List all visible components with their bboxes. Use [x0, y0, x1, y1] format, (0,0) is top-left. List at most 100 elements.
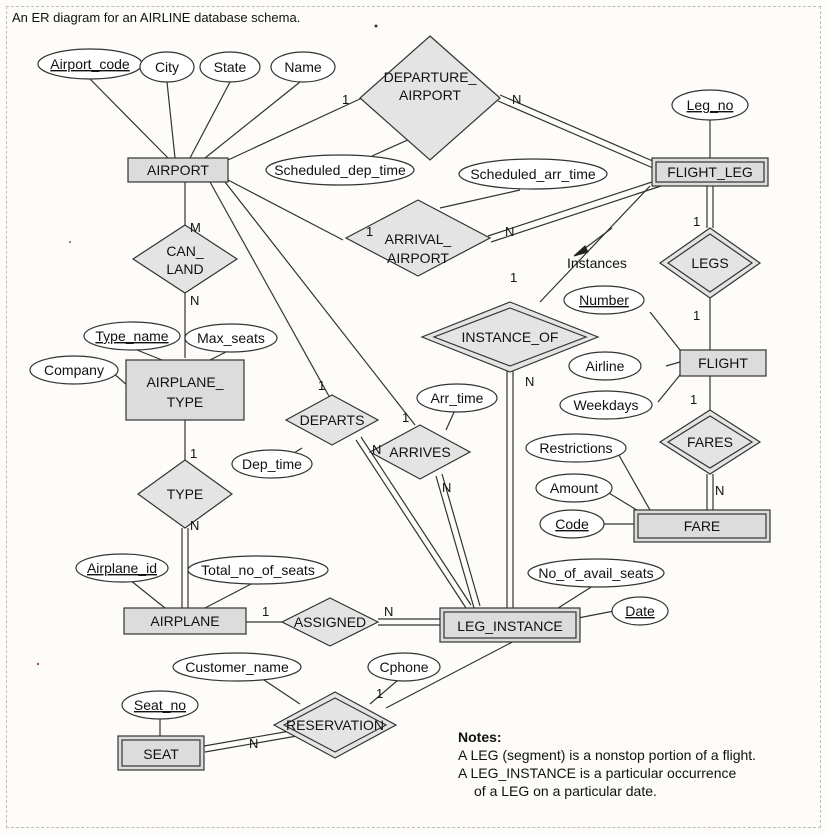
- svg-text:1: 1: [510, 270, 517, 285]
- note-line-2: A LEG_INSTANCE is a particular occurrenc…: [458, 765, 737, 781]
- svg-text:N: N: [384, 604, 393, 619]
- svg-text:Amount: Amount: [550, 480, 598, 496]
- diagram-frame: [6, 6, 821, 828]
- connection-lines: [89, 78, 714, 753]
- relationship-departure-airport: DEPARTURE_ AIRPORT: [359, 35, 501, 161]
- relationship-assigned: ASSIGNED: [280, 597, 380, 647]
- svg-text:N: N: [190, 293, 199, 308]
- svg-text:Total_no_of_seats: Total_no_of_seats: [201, 562, 315, 578]
- svg-text:AIRPORT: AIRPORT: [387, 250, 449, 266]
- svg-text:Arr_time: Arr_time: [431, 390, 484, 406]
- entity-leg-instance: LEG_INSTANCE: [439, 607, 581, 643]
- svg-text:Airline: Airline: [586, 358, 625, 374]
- entity-flight-leg: FLIGHT_LEG: [651, 157, 769, 187]
- svg-text:City: City: [155, 59, 179, 75]
- svg-text:LAND: LAND: [166, 261, 203, 277]
- svg-text:Leg_no: Leg_no: [687, 97, 734, 113]
- svg-text:Type_name: Type_name: [95, 328, 168, 344]
- svg-text:Max_seats: Max_seats: [197, 330, 265, 346]
- notes-box: Notes: A LEG (segment) is a nonstop port…: [458, 728, 798, 800]
- svg-text:ARRIVAL_: ARRIVAL_: [385, 231, 452, 247]
- attr-restrictions: Restrictions: [525, 433, 627, 463]
- svg-text:No_of_avail_seats: No_of_avail_seats: [538, 565, 653, 581]
- relationship-reservation: RESERVATION: [272, 691, 398, 759]
- svg-text:INSTANCE_OF: INSTANCE_OF: [462, 329, 559, 345]
- entity-airplane: AIRPLANE: [123, 607, 247, 635]
- svg-text:DEPARTS: DEPARTS: [300, 412, 365, 428]
- svg-text:1: 1: [318, 378, 325, 393]
- stray-marks: [36, 24, 378, 666]
- svg-text:N: N: [249, 736, 258, 751]
- attr-code: Code: [539, 509, 605, 539]
- svg-text:SEAT: SEAT: [143, 746, 179, 762]
- svg-text:1: 1: [366, 224, 373, 239]
- relationship-arrives: ARRIVES: [368, 424, 472, 480]
- svg-text:N: N: [512, 92, 521, 107]
- relationship-fares: FARES: [658, 409, 762, 475]
- svg-text:1: 1: [262, 604, 269, 619]
- svg-text:FARE: FARE: [684, 518, 721, 534]
- attr-date: Date: [611, 596, 669, 626]
- svg-text:Cphone: Cphone: [379, 659, 428, 675]
- svg-text:LEGS: LEGS: [691, 255, 728, 271]
- svg-text:TYPE: TYPE: [167, 394, 204, 410]
- entity-airplane-type: AIRPLANE_ TYPE: [125, 359, 245, 421]
- entity-airport: AIRPORT: [127, 157, 229, 183]
- svg-text:N: N: [525, 374, 534, 389]
- svg-text:N: N: [372, 442, 381, 457]
- relationship-type: TYPE: [136, 459, 234, 529]
- svg-text:1: 1: [376, 686, 383, 701]
- svg-text:AIRPORT: AIRPORT: [399, 87, 461, 103]
- svg-text:State: State: [214, 59, 247, 75]
- notes-title: Notes:: [458, 729, 502, 745]
- svg-text:N: N: [715, 483, 724, 498]
- relationship-can-land: CAN_ LAND: [131, 224, 239, 294]
- attr-arr-time: Arr_time: [416, 383, 498, 413]
- svg-text:M: M: [190, 220, 201, 235]
- relationship-legs: LEGS: [658, 227, 762, 299]
- note-line-1: A LEG (segment) is a nonstop portion of …: [458, 747, 757, 763]
- attr-no-of-avail-seats: No_of_avail_seats: [527, 558, 665, 588]
- attr-weekdays: Weekdays: [559, 390, 653, 420]
- instances-label: Instances: [567, 255, 627, 271]
- diagram-title: An ER diagram for an AIRLINE database sc…: [12, 10, 301, 25]
- relationship-departs: DEPARTS: [284, 394, 380, 446]
- svg-text:N: N: [442, 480, 451, 495]
- attr-max-seats: Max_seats: [184, 323, 278, 353]
- svg-text:Dep_time: Dep_time: [242, 456, 302, 472]
- relationship-instance-of: INSTANCE_OF: [420, 301, 600, 373]
- svg-text:Airplane_id: Airplane_id: [87, 560, 157, 576]
- svg-text:1: 1: [342, 92, 349, 107]
- svg-text:LEG_INSTANCE: LEG_INSTANCE: [457, 618, 563, 634]
- attr-total-no-of-seats: Total_no_of_seats: [187, 555, 329, 585]
- svg-text:FARES: FARES: [687, 434, 733, 450]
- svg-text:Scheduled_dep_time: Scheduled_dep_time: [274, 162, 406, 178]
- svg-text:AIRPORT: AIRPORT: [147, 162, 209, 178]
- svg-text:Company: Company: [44, 362, 104, 378]
- svg-text:1: 1: [402, 410, 409, 425]
- svg-text:Seat_no: Seat_no: [134, 697, 186, 713]
- svg-text:Scheduled_arr_time: Scheduled_arr_time: [470, 166, 596, 182]
- relationship-arrival-airport: ARRIVAL_ AIRPORT: [344, 199, 492, 277]
- svg-text:N: N: [505, 224, 514, 239]
- attr-company: Company: [29, 355, 119, 385]
- attr-leg-no: Leg_no: [671, 89, 749, 121]
- svg-text:FLIGHT: FLIGHT: [698, 355, 748, 371]
- attr-airplane-id: Airplane_id: [75, 553, 169, 583]
- svg-text:TYPE: TYPE: [167, 486, 204, 502]
- svg-text:ASSIGNED: ASSIGNED: [294, 614, 366, 630]
- svg-text:1: 1: [690, 392, 697, 407]
- attr-airport-code: Airport_code: [37, 48, 143, 80]
- attr-seat-no: Seat_no: [121, 690, 199, 720]
- svg-text:Number: Number: [579, 292, 629, 308]
- attr-state: State: [199, 51, 261, 83]
- svg-text:Customer_name: Customer_name: [185, 659, 289, 675]
- svg-text:Weekdays: Weekdays: [573, 397, 638, 413]
- attr-name: Name: [270, 51, 336, 83]
- svg-text:DEPARTURE_: DEPARTURE_: [384, 69, 477, 85]
- note-line-3: of a LEG on a particular date.: [474, 783, 657, 799]
- svg-text:Airport_code: Airport_code: [50, 56, 130, 72]
- svg-text:N: N: [190, 518, 199, 533]
- svg-text:1: 1: [190, 446, 197, 461]
- attr-type-name: Type_name: [83, 321, 181, 351]
